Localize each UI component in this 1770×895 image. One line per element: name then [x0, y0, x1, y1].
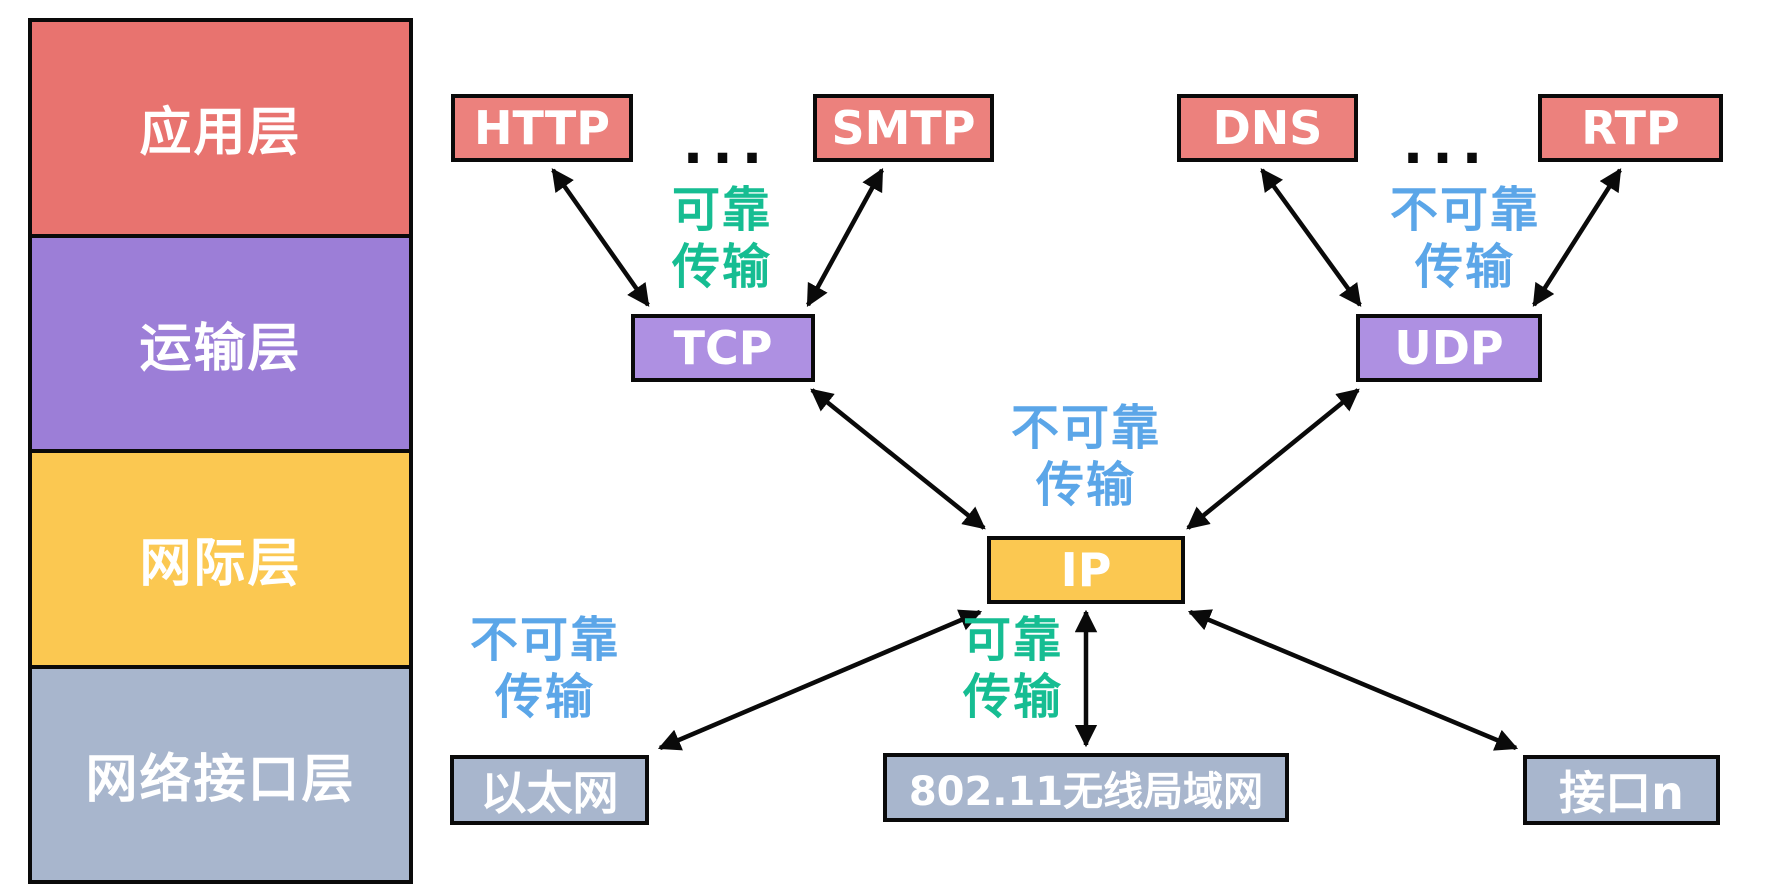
label-line: 传输 — [1035, 457, 1136, 513]
arrow-rtp-udp — [1532, 168, 1622, 307]
label-line: 传输 — [1414, 239, 1515, 295]
label-line: 传输 — [671, 239, 772, 295]
arrow-http-tcp — [551, 168, 650, 307]
ellipsis-right: ... — [1402, 113, 1492, 177]
label-line: 传输 — [962, 669, 1063, 725]
node-rtp: RTP — [1538, 94, 1723, 162]
label-line: 可靠 — [671, 182, 772, 238]
ellipsis-left: ... — [682, 113, 772, 177]
label-line: 不可靠 — [1010, 400, 1161, 456]
layer-internet: 网际层 — [32, 453, 409, 669]
arrow-tcp-ip — [810, 388, 986, 530]
node-tcp: TCP — [631, 314, 815, 382]
arrow-dns-udp — [1260, 168, 1362, 307]
label-reliable-tcp: 可靠 传输 — [622, 182, 822, 296]
label-unreliable-udp: 不可靠 传输 — [1360, 182, 1570, 296]
arrow-udp-ip — [1186, 388, 1360, 530]
arrow-ip-ethernet — [657, 609, 983, 751]
arrow-ip-interface-n — [1187, 609, 1519, 751]
label-line: 不可靠 — [1389, 182, 1540, 238]
node-udp: UDP — [1356, 314, 1542, 382]
node-smtp: SMTP — [813, 94, 994, 162]
layer-application: 应用层 — [32, 22, 409, 238]
protocol-layer-stack: 应用层 运输层 网际层 网络接口层 — [28, 18, 413, 884]
label-unreliable-ethernet: 不可靠 传输 — [440, 612, 650, 726]
label-line: 可靠 — [962, 612, 1063, 668]
label-reliable-wlan: 可靠 传输 — [913, 612, 1113, 726]
node-interface-n: 接口n — [1523, 755, 1720, 825]
label-line: 不可靠 — [469, 612, 620, 668]
node-wlan-802-11: 802.11无线局域网 — [883, 753, 1289, 822]
arrow-smtp-tcp — [806, 168, 884, 307]
node-ip: IP — [987, 536, 1185, 604]
layer-transport: 运输层 — [32, 237, 409, 453]
label-unreliable-ip: 不可靠 传输 — [981, 400, 1191, 514]
node-dns: DNS — [1177, 94, 1358, 162]
label-line: 传输 — [494, 669, 595, 725]
layer-network-interface: 网络接口层 — [32, 668, 409, 880]
node-ethernet: 以太网 — [450, 755, 649, 825]
node-http: HTTP — [451, 94, 633, 162]
